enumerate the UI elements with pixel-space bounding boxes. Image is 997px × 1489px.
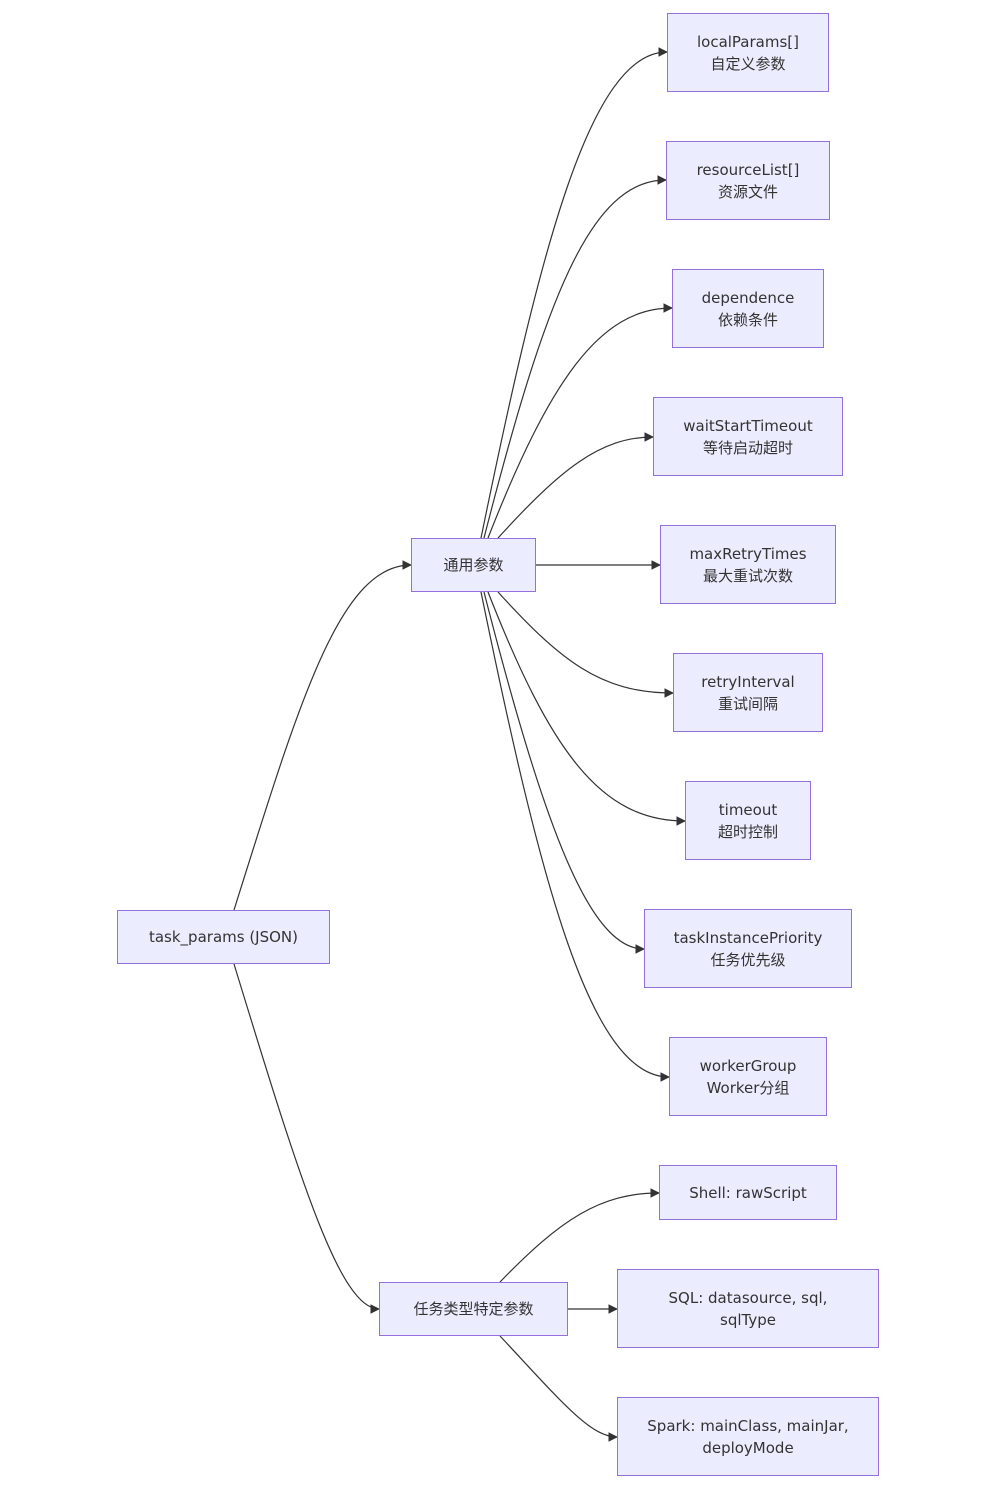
- node-spark-line1: Spark: mainClass, mainJar,: [647, 1416, 849, 1435]
- node-resourcelist: resourceList[] 资源文件: [666, 141, 830, 220]
- node-maxretrytimes-line2: 最大重试次数: [702, 566, 793, 585]
- node-spark-line2: deployMode: [702, 1438, 794, 1457]
- node-maxretrytimes-line1: maxRetryTimes: [689, 544, 807, 563]
- edge-root-to-common: [233, 560, 412, 911]
- node-resourcelist-line1: resourceList[]: [696, 160, 800, 179]
- node-taskinstancepriority-line1: taskInstancePriority: [673, 928, 823, 947]
- node-waitstarttimeout-line2: 等待启动超时: [702, 438, 793, 457]
- edge-root-to-specific: [233, 963, 380, 1314]
- node-taskinstancepriority-line2: 任务优先级: [710, 950, 786, 969]
- node-common-params-label: 通用参数: [443, 556, 504, 574]
- node-localparams: localParams[] 自定义参数: [667, 13, 829, 92]
- node-maxretrytimes: maxRetryTimes 最大重试次数: [660, 525, 836, 604]
- node-workergroup: workerGroup Worker分组: [669, 1037, 827, 1116]
- node-retryinterval-line2: 重试间隔: [717, 694, 778, 713]
- edge-common-to-timeout: [487, 591, 686, 826]
- node-timeout-line1: timeout: [718, 800, 778, 819]
- node-sql: SQL: datasource, sql, sqlType: [617, 1269, 879, 1348]
- edge-specific-to-shell: [499, 1188, 660, 1283]
- edge-specific-to-spark: [499, 1335, 618, 1442]
- node-task-type-params-label: 任务类型特定参数: [413, 1300, 534, 1318]
- edge-common-to-workergroup: [480, 591, 670, 1082]
- node-shell-line1: Shell: rawScript: [689, 1183, 807, 1202]
- node-waitstarttimeout: waitStartTimeout 等待启动超时: [653, 397, 843, 476]
- node-dependence-line2: 依赖条件: [717, 310, 778, 329]
- node-localparams-line1: localParams[]: [696, 32, 799, 51]
- edge-common-to-taskinstancepriority: [483, 591, 645, 954]
- node-task-type-params: 任务类型特定参数: [379, 1282, 568, 1336]
- node-timeout: timeout 超时控制: [685, 781, 811, 860]
- node-common-params: 通用参数: [411, 538, 536, 592]
- edge-common-to-localparams: [480, 47, 668, 539]
- node-sql-line1: SQL: datasource, sql,: [668, 1288, 828, 1307]
- node-localparams-line2: 自定义参数: [710, 54, 786, 73]
- node-resourcelist-line2: 资源文件: [717, 182, 778, 201]
- node-shell: Shell: rawScript: [659, 1165, 837, 1220]
- node-retryinterval: retryInterval 重试间隔: [673, 653, 823, 732]
- node-taskinstancepriority: taskInstancePriority 任务优先级: [644, 909, 852, 988]
- node-task-params: task_params (JSON): [117, 910, 330, 964]
- node-dependence-line1: dependence: [701, 288, 795, 307]
- edge-common-to-resourcelist: [483, 175, 667, 539]
- node-workergroup-line2: Worker分组: [706, 1078, 790, 1097]
- node-workergroup-line1: workerGroup: [699, 1056, 797, 1075]
- node-timeout-line2: 超时控制: [717, 822, 778, 841]
- node-dependence: dependence 依赖条件: [672, 269, 824, 348]
- edge-common-to-waitstarttimeout: [497, 432, 654, 539]
- edge-common-to-dependence: [487, 303, 673, 539]
- edge-common-to-retryinterval: [497, 591, 674, 698]
- node-waitstarttimeout-line1: waitStartTimeout: [683, 416, 813, 435]
- node-retryinterval-line1: retryInterval: [701, 672, 795, 691]
- node-sql-line2: sqlType: [720, 1310, 776, 1329]
- node-task-params-label: task_params (JSON): [148, 928, 299, 946]
- node-spark: Spark: mainClass, mainJar, deployMode: [617, 1397, 879, 1476]
